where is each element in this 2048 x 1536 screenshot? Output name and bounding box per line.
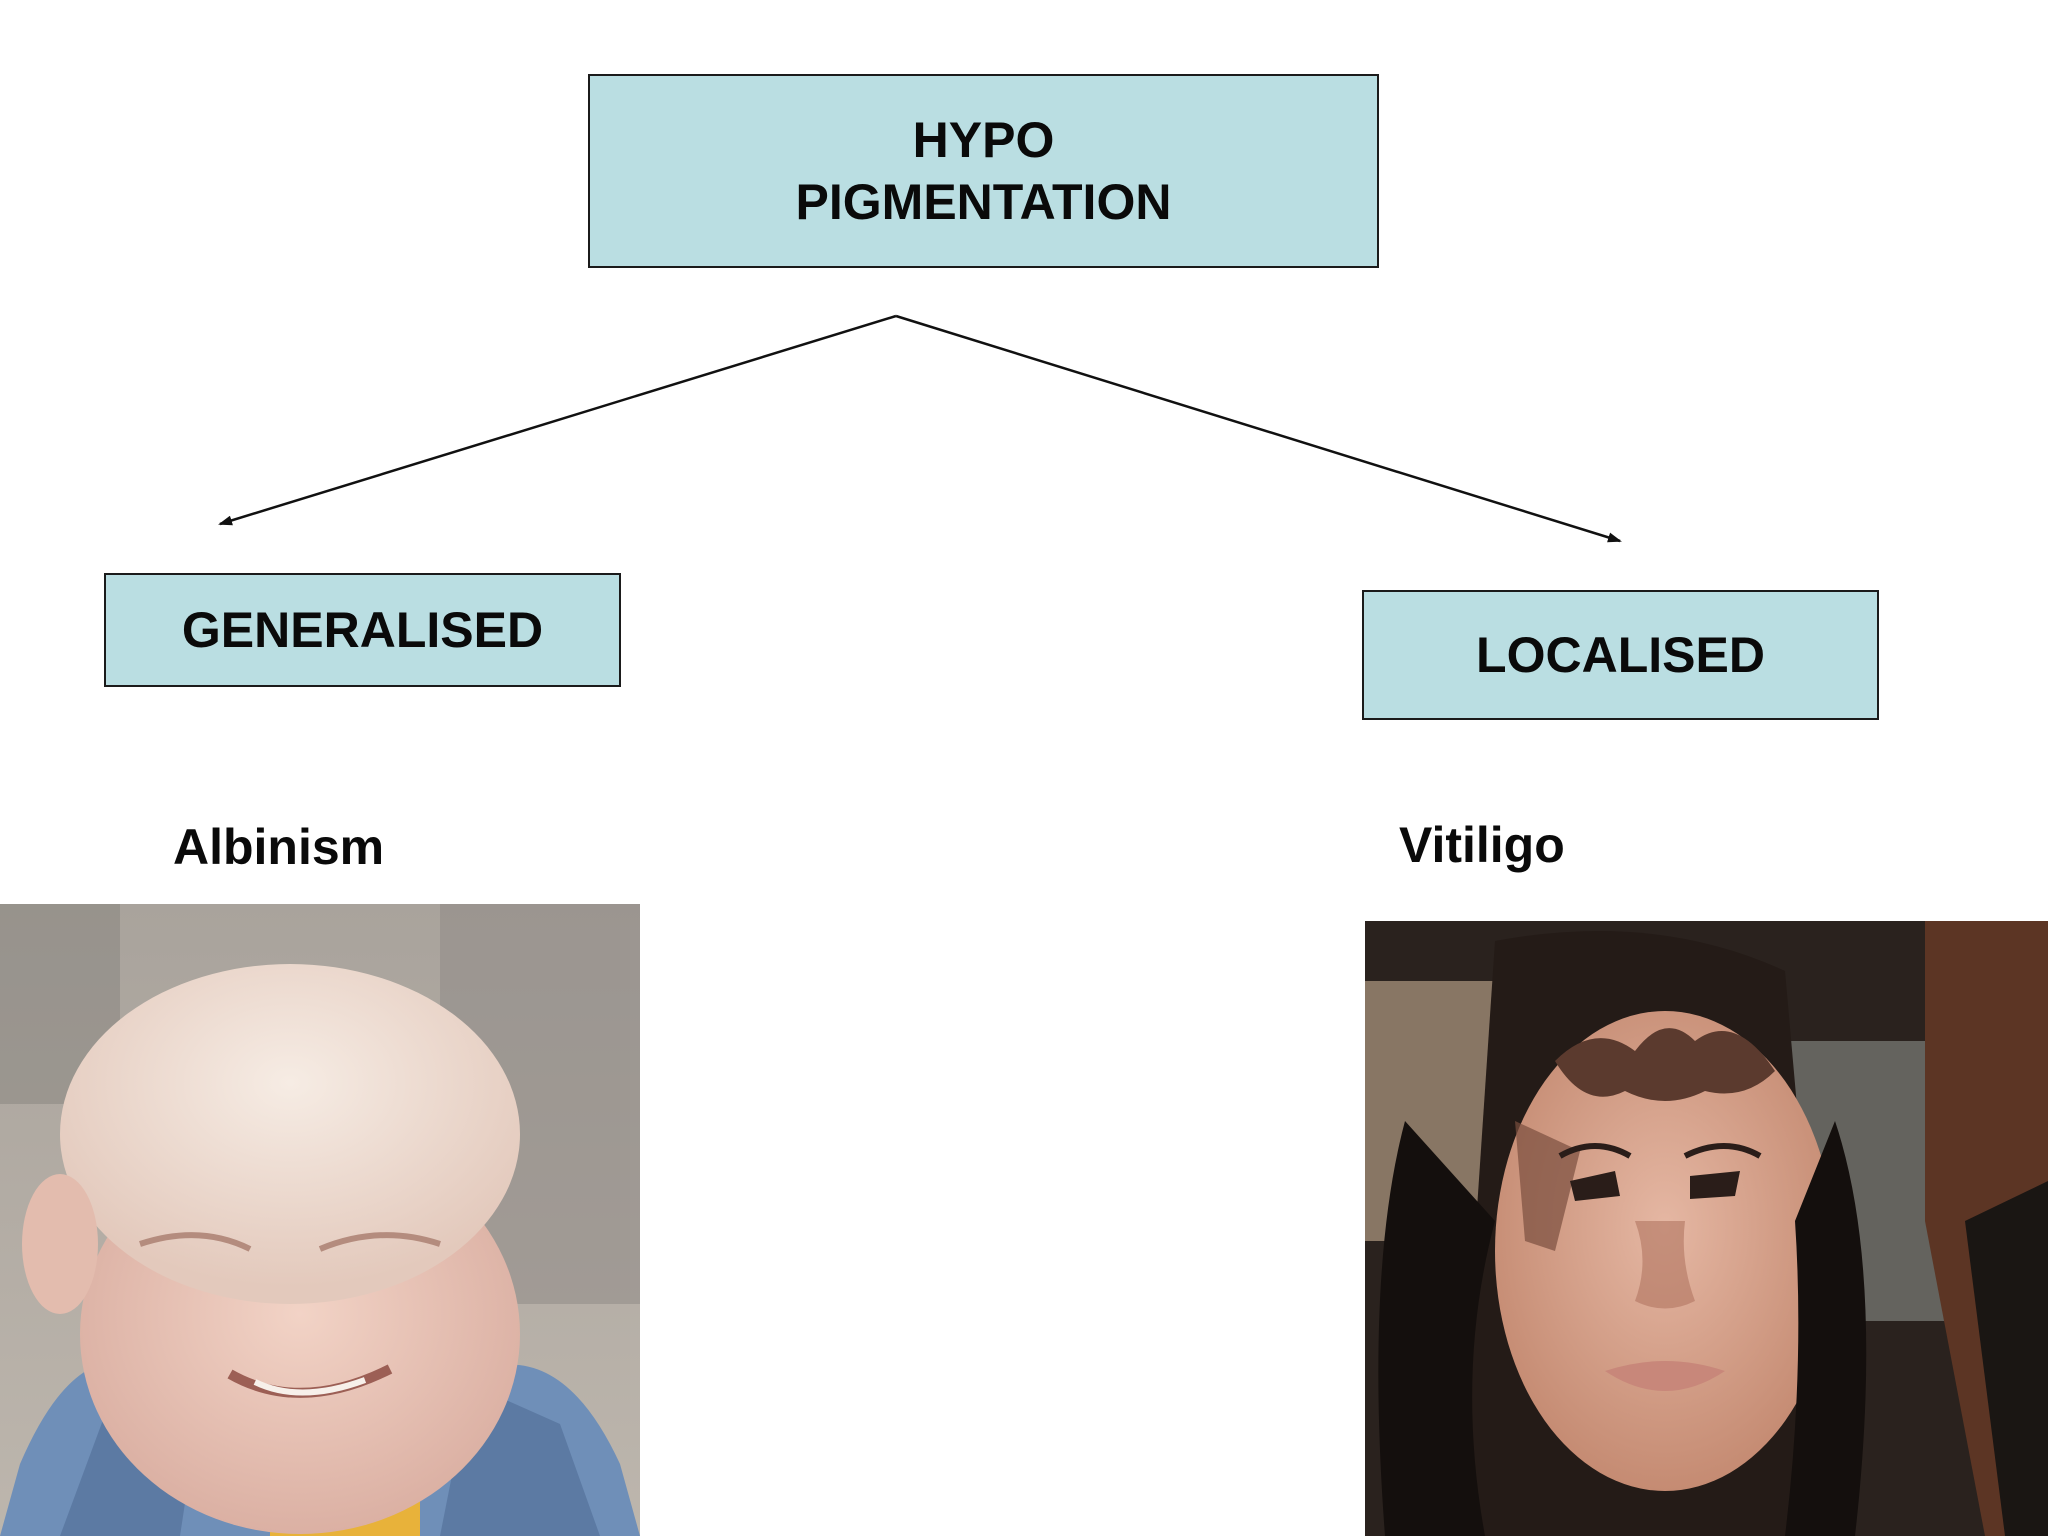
- node-localised-label: LOCALISED: [1476, 627, 1765, 683]
- root-title-line-1: HYPO: [912, 112, 1055, 168]
- node-localised: LOCALISED: [1362, 590, 1879, 720]
- arrow-to-localised: [895, 314, 1622, 543]
- node-generalised: GENERALISED: [104, 573, 621, 687]
- example-label-vitiligo: Vitiligo: [1399, 817, 1565, 873]
- node-generalised-label: GENERALISED: [181, 602, 544, 658]
- albinism-photo: [0, 904, 640, 1536]
- vitiligo-photo: [1365, 921, 2048, 1536]
- example-label-albinism: Albinism: [173, 819, 385, 875]
- root-node-hypopigmentation: HYPO PIGMENTATION: [588, 74, 1379, 268]
- arrow-to-generalised: [218, 314, 897, 526]
- root-title-line-2: PIGMENTATION: [795, 174, 1172, 230]
